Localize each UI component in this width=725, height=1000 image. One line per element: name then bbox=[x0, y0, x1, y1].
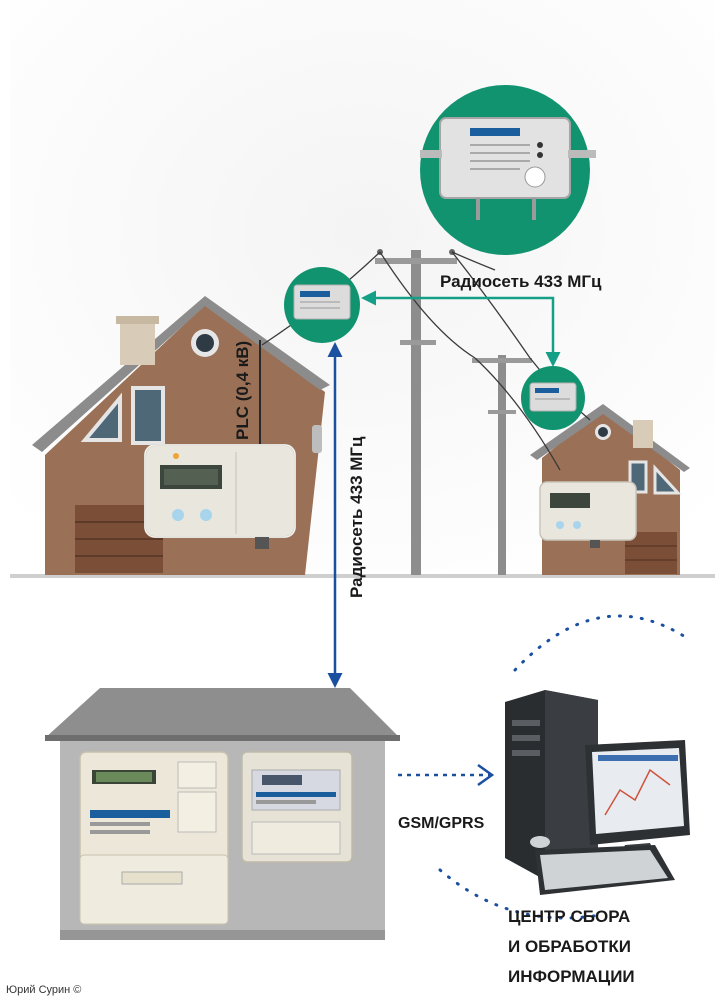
radio-network-label-top: Радиосеть 433 МГц bbox=[440, 272, 602, 291]
window bbox=[131, 386, 165, 445]
radio-modem-icon bbox=[420, 85, 596, 255]
electric-meter-icon bbox=[79, 751, 229, 925]
signal-arc bbox=[513, 614, 692, 672]
electric-meter-icon bbox=[539, 481, 637, 548]
plc-label: PLC (0,4 кВ) bbox=[233, 341, 252, 440]
data-concentrator-icon bbox=[241, 751, 353, 863]
gsm-arrowhead bbox=[477, 763, 495, 787]
center-label-line3: ИНФОРМАЦИИ bbox=[508, 967, 635, 986]
computer-workstation-icon bbox=[505, 690, 690, 895]
electric-meter-icon bbox=[144, 444, 296, 549]
radio-network-label-vertical: Радиосеть 433 МГц bbox=[347, 436, 366, 598]
center-label-line1: ЦЕНТР СБОРА bbox=[508, 907, 630, 926]
radio-modem-icon bbox=[521, 366, 585, 430]
signal-arc bbox=[438, 868, 602, 920]
gsm-label: GSM/GPRS bbox=[398, 815, 485, 832]
radio-link-arrow bbox=[361, 290, 561, 367]
window-triangle bbox=[80, 392, 122, 442]
center-label-line2: И ОБРАБОТКИ bbox=[508, 937, 631, 956]
copyright-text: Юрий Сурин © bbox=[6, 984, 81, 996]
radio-modem-icon bbox=[284, 267, 360, 343]
ground-line bbox=[10, 574, 715, 578]
chimney bbox=[120, 320, 155, 365]
